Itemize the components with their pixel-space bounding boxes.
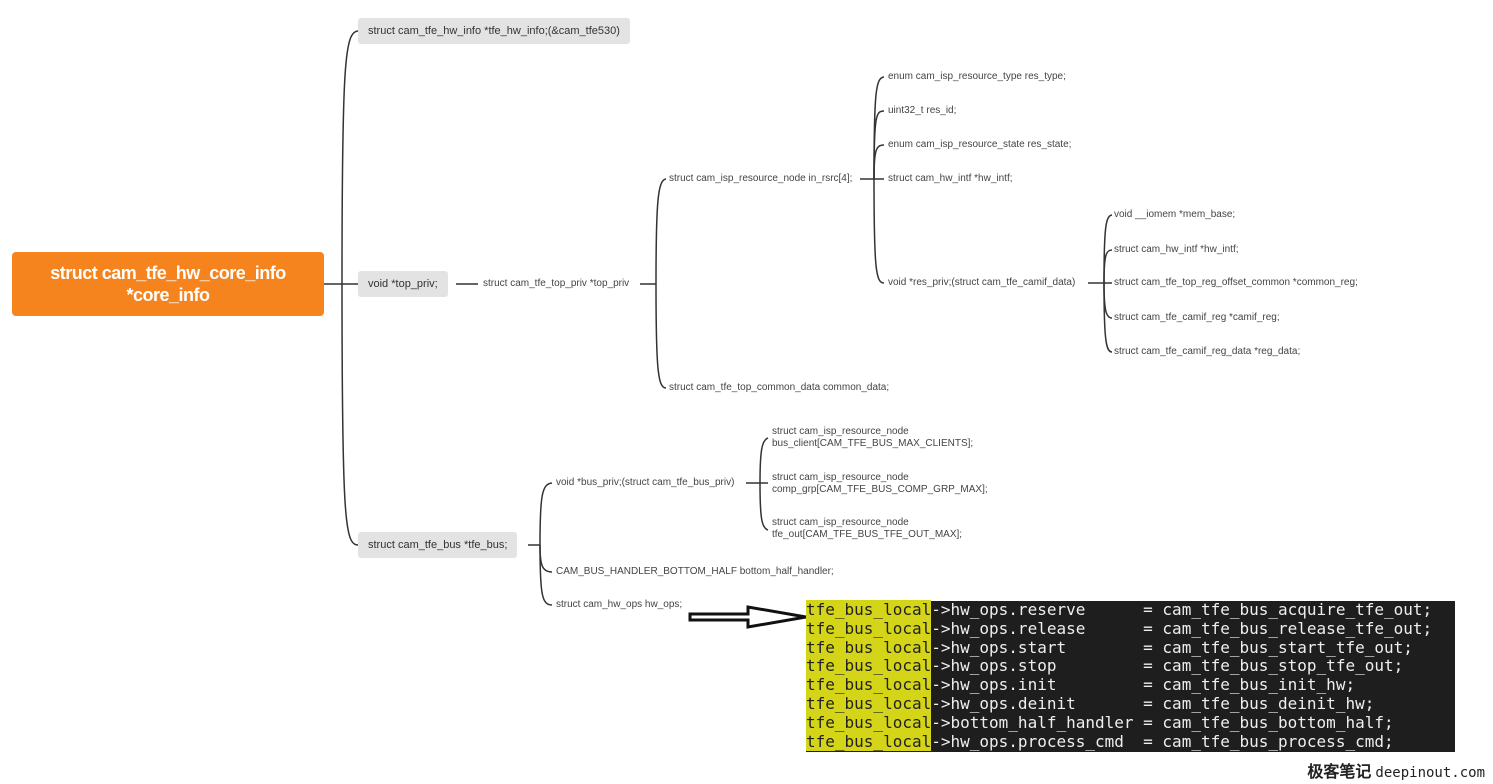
node-tfe-out[interactable]: struct cam_isp_resource_node tfe_out[CAM… [772, 517, 962, 541]
node-line: struct cam_isp_resource_node [772, 472, 909, 483]
code-highlight: tfe_bus_local [806, 693, 932, 713]
code-highlight: tfe_bus_local [806, 600, 932, 619]
code-text: ->hw_ops.init = cam_tfe_bus_init_hw; [931, 675, 1356, 695]
node-hw-info[interactable]: struct cam_tfe_hw_info *tfe_hw_info;(&ca… [358, 18, 630, 44]
code-text: ->hw_ops.stop = cam_tfe_bus_stop_tfe_out… [931, 656, 1404, 676]
code-text: ->hw_ops.reserve = cam_tfe_bus_acquire_t… [931, 600, 1433, 619]
node-res-id[interactable]: uint32_t res_id; [888, 105, 957, 116]
node-camif-hw-intf[interactable]: struct cam_hw_intf *hw_intf; [1114, 244, 1239, 255]
node-hw-ops[interactable]: struct cam_hw_ops hw_ops; [556, 599, 683, 610]
node-common-reg[interactable]: struct cam_tfe_top_reg_offset_common *co… [1114, 277, 1358, 288]
node-tfe-bus[interactable]: struct cam_tfe_bus *tfe_bus; [358, 532, 518, 558]
code-text: ->hw_ops.deinit = cam_tfe_bus_deinit_hw; [931, 693, 1375, 713]
node-comp-grp[interactable]: struct cam_isp_resource_node comp_grp[CA… [772, 472, 988, 496]
code-snippet: tfe_bus_local->hw_ops.reserve = cam_tfe_… [806, 600, 1455, 752]
node-res-type[interactable]: enum cam_isp_resource_type res_type; [888, 71, 1066, 82]
code-text: ->hw_ops.release = cam_tfe_bus_release_t… [931, 618, 1433, 638]
node-mem-base[interactable]: void __iomem *mem_base; [1114, 209, 1236, 220]
node-bus-priv[interactable]: void *bus_priv;(struct cam_tfe_bus_priv) [556, 477, 735, 488]
node-res-priv[interactable]: void *res_priv;(struct cam_tfe_camif_dat… [888, 277, 1076, 288]
node-res-state[interactable]: enum cam_isp_resource_state res_state; [888, 139, 1072, 150]
code-highlight: tfe_bus_local [806, 618, 932, 638]
node-bottom-half[interactable]: CAM_BUS_HANDLER_BOTTOM_HALF bottom_half_… [556, 566, 834, 577]
node-hw-intf[interactable]: struct cam_hw_intf *hw_intf; [888, 173, 1013, 184]
node-line: struct cam_isp_resource_node [772, 517, 909, 528]
arrow-icon [688, 605, 807, 629]
code-line: tfe_bus_local->hw_ops.init = cam_tfe_bus… [806, 675, 1455, 695]
code-line: tfe_bus_local->hw_ops.release = cam_tfe_… [806, 618, 1455, 639]
node-common-data[interactable]: struct cam_tfe_top_common_data common_da… [669, 382, 890, 393]
node-in-rsrc[interactable]: struct cam_isp_resource_node in_rsrc[4]; [669, 173, 853, 184]
code-highlight: tfe_bus_local [806, 637, 932, 657]
watermark-cn: 极客笔记 [1307, 762, 1372, 781]
code-highlight: tfe_bus_local [806, 656, 932, 676]
code-line: tfe_bus_local->hw_ops.stop = cam_tfe_bus… [806, 656, 1455, 676]
node-reg-data[interactable]: struct cam_tfe_camif_reg_data *reg_data; [1114, 346, 1301, 357]
node-top-priv-struct[interactable]: struct cam_tfe_top_priv *top_priv [483, 278, 630, 289]
node-line: tfe_out[CAM_TFE_BUS_TFE_OUT_MAX]; [772, 529, 963, 540]
node-line: comp_grp[CAM_TFE_BUS_COMP_GRP_MAX]; [772, 484, 988, 495]
code-text: ->hw_ops.process_cmd = cam_tfe_bus_proce… [931, 731, 1394, 751]
node-top-priv[interactable]: void *top_priv; [358, 271, 448, 297]
node-line: bus_client[CAM_TFE_BUS_MAX_CLIENTS]; [772, 438, 974, 449]
root-node[interactable]: struct cam_tfe_hw_core_info *core_info [12, 252, 324, 316]
code-highlight: tfe_bus_local [806, 675, 932, 695]
code-line: tfe_bus_local->hw_ops.reserve = cam_tfe_… [806, 600, 1455, 620]
code-text: ->bottom_half_handler = cam_tfe_bus_bott… [931, 712, 1394, 732]
code-highlight: tfe_bus_local [806, 731, 932, 751]
code-line: tfe_bus_local->hw_ops.start = cam_tfe_bu… [806, 637, 1455, 658]
node-bus-client[interactable]: struct cam_isp_resource_node bus_client[… [772, 426, 973, 450]
code-line: tfe_bus_local->hw_ops.deinit = cam_tfe_b… [806, 693, 1455, 714]
code-text: ->hw_ops.start = cam_tfe_bus_start_tfe_o… [931, 637, 1413, 657]
node-line: struct cam_isp_resource_node [772, 426, 909, 437]
code-line: tfe_bus_local->hw_ops.process_cmd = cam_… [806, 731, 1455, 752]
node-camif-reg[interactable]: struct cam_tfe_camif_reg *camif_reg; [1114, 312, 1280, 323]
watermark-url: deepinout.com [1375, 765, 1485, 781]
code-highlight: tfe_bus_local [806, 712, 932, 732]
code-line: tfe_bus_local->bottom_half_handler = cam… [806, 712, 1455, 733]
